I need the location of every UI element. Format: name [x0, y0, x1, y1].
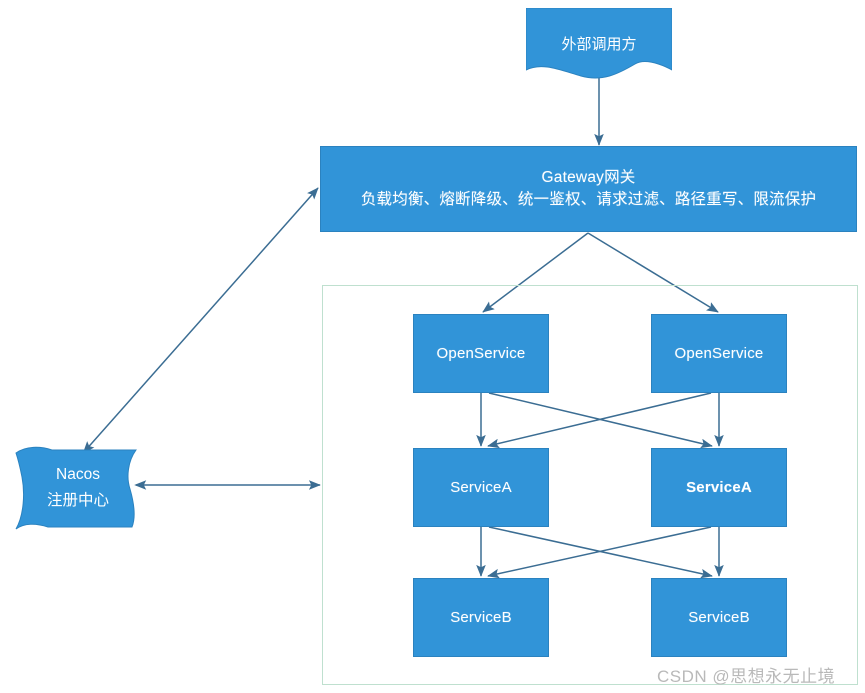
open-service-left-label: OpenService: [436, 344, 526, 362]
service-b-left-label: ServiceB: [450, 608, 512, 626]
edge-gateway-to-nacos: [82, 187, 319, 454]
external-caller-label: 外部调用方: [561, 36, 637, 53]
service-a-left-label: ServiceA: [450, 478, 512, 496]
external-caller-shape: [525, 7, 673, 79]
node-service-b-left[interactable]: ServiceB: [413, 578, 549, 657]
node-service-a-left[interactable]: ServiceA: [413, 448, 549, 527]
node-open-service-right[interactable]: OpenService: [651, 314, 787, 393]
service-a-right-label: ServiceA: [686, 478, 752, 496]
node-service-b-right[interactable]: ServiceB: [651, 578, 787, 657]
nacos-shape: [15, 446, 137, 530]
node-gateway[interactable]: Gateway网关 负载均衡、熔断降级、统一鉴权、请求过滤、路径重写、限流保护: [320, 146, 857, 232]
gateway-capabilities: 负载均衡、熔断降级、统一鉴权、请求过滤、路径重写、限流保护: [360, 191, 817, 208]
service-b-right-label: ServiceB: [688, 608, 750, 626]
node-service-a-right[interactable]: ServiceA: [651, 448, 787, 527]
csdn-watermark: CSDN @思想永无止境: [657, 667, 836, 686]
node-open-service-left[interactable]: OpenService: [413, 314, 549, 393]
service-group-container: [322, 285, 858, 685]
node-nacos[interactable]: Nacos 注册中心: [12, 443, 144, 533]
gateway-title: Gateway网关: [541, 168, 636, 186]
node-external-caller[interactable]: 外部调用方: [525, 7, 673, 82]
open-service-right-label: OpenService: [674, 344, 764, 362]
nacos-subtitle: 注册中心: [46, 492, 109, 509]
nacos-title: Nacos: [56, 466, 100, 483]
